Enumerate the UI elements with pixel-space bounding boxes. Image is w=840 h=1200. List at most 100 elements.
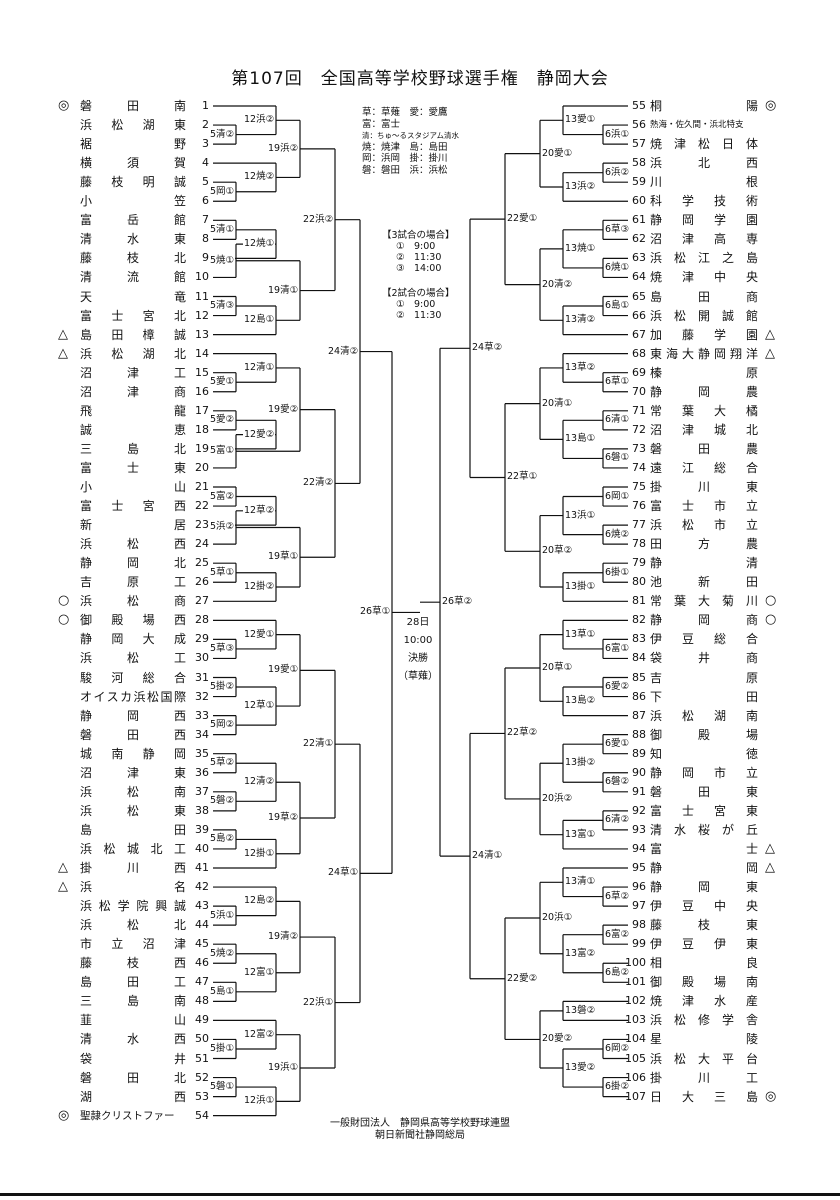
seed-mark: △: [765, 326, 775, 342]
schedule-time: ② 11:30: [396, 310, 442, 321]
team-name: 聖隷クリストファー: [80, 1109, 175, 1122]
team-name: 浜松湖北: [80, 346, 186, 361]
team-name: 常葉大菊川: [650, 594, 758, 609]
team-number: 77: [632, 518, 646, 532]
venue-line: 岡：浜岡 掛：掛川: [362, 153, 448, 164]
seed-mark: ○: [58, 612, 70, 628]
team-number: 67: [632, 327, 646, 341]
team-name: 島田樟誠: [80, 327, 186, 342]
team-name: 沼津城北: [650, 422, 758, 437]
team-name: 磐田農: [650, 441, 758, 456]
team-name: 桐陽: [650, 99, 758, 113]
team-number: 49: [195, 1013, 209, 1027]
team-name: 掛川西: [80, 861, 186, 875]
match-label: 19愛②: [267, 403, 300, 415]
final-label: 決勝: [408, 653, 428, 664]
match-label: 22浜①: [302, 996, 335, 1008]
team-name: 焼津水産: [650, 994, 758, 1009]
team-name: 沼津高専: [650, 232, 758, 247]
seed-mark: ○: [765, 612, 777, 628]
match-label: 13浜①: [564, 509, 597, 521]
team-number: 106: [625, 1070, 646, 1084]
team-number: 100: [625, 956, 646, 970]
team-name: 清水西: [80, 1032, 186, 1047]
team-number: 30: [195, 651, 209, 665]
match-label: 19草①: [267, 551, 300, 563]
team-name: 富士市立: [650, 499, 758, 514]
team-number: 89: [632, 746, 646, 760]
match-label: 5島①: [209, 985, 236, 997]
match-label: 22草②: [506, 727, 539, 739]
team-name: 静岡東: [650, 880, 758, 895]
team-number: 97: [632, 899, 646, 913]
team-number: 52: [195, 1070, 209, 1084]
team-name: 浜名: [80, 880, 186, 895]
match-label: 12富①: [243, 966, 276, 978]
team-name: 富士宮北: [80, 308, 186, 323]
team-name: 日大三島: [650, 1089, 758, 1104]
match-label: 22清②: [302, 477, 335, 489]
team-name: 焼津中央: [650, 270, 758, 285]
team-number: 98: [632, 918, 646, 932]
match-label: 5岡②: [209, 719, 236, 731]
team-name: 清水東: [80, 232, 186, 247]
team-name: 御殿場西: [80, 613, 186, 628]
seed-mark: △: [58, 879, 68, 895]
page-title: 第107回 全国高等学校野球選手権 静岡大会: [231, 69, 609, 89]
team-number: 68: [632, 346, 646, 360]
team-name: 島田: [80, 822, 186, 837]
match-label: 12清②: [243, 776, 276, 788]
seed-mark: △: [765, 345, 775, 361]
team-number: 46: [195, 956, 209, 970]
seed-mark: △: [58, 345, 68, 361]
team-number: 59: [632, 175, 646, 189]
team-number: 40: [195, 841, 209, 855]
match-label: 24清②: [327, 345, 360, 357]
seed-mark: ◎: [765, 1088, 777, 1104]
team-number: 26: [195, 575, 209, 589]
team-name: 城南静岡: [80, 746, 186, 761]
match-label: 20清①: [541, 397, 574, 409]
match-label: 13清②: [564, 314, 597, 326]
team-name: オイスカ浜松国際: [80, 689, 186, 704]
team-name: 天竜: [80, 289, 186, 304]
match-label: 12浜①: [243, 1095, 276, 1107]
team-number: 31: [195, 670, 209, 684]
team-name: 相良: [650, 956, 758, 971]
team-name: 科学技術: [650, 194, 758, 209]
team-name: 静岡農: [650, 384, 758, 399]
team-number: 60: [632, 194, 646, 208]
team-number: 104: [625, 1032, 646, 1046]
venue-line: 草：草薙 愛：愛鷹: [362, 107, 448, 118]
team-number: 39: [195, 822, 209, 836]
schedule-time: ② 11:30: [396, 252, 442, 263]
